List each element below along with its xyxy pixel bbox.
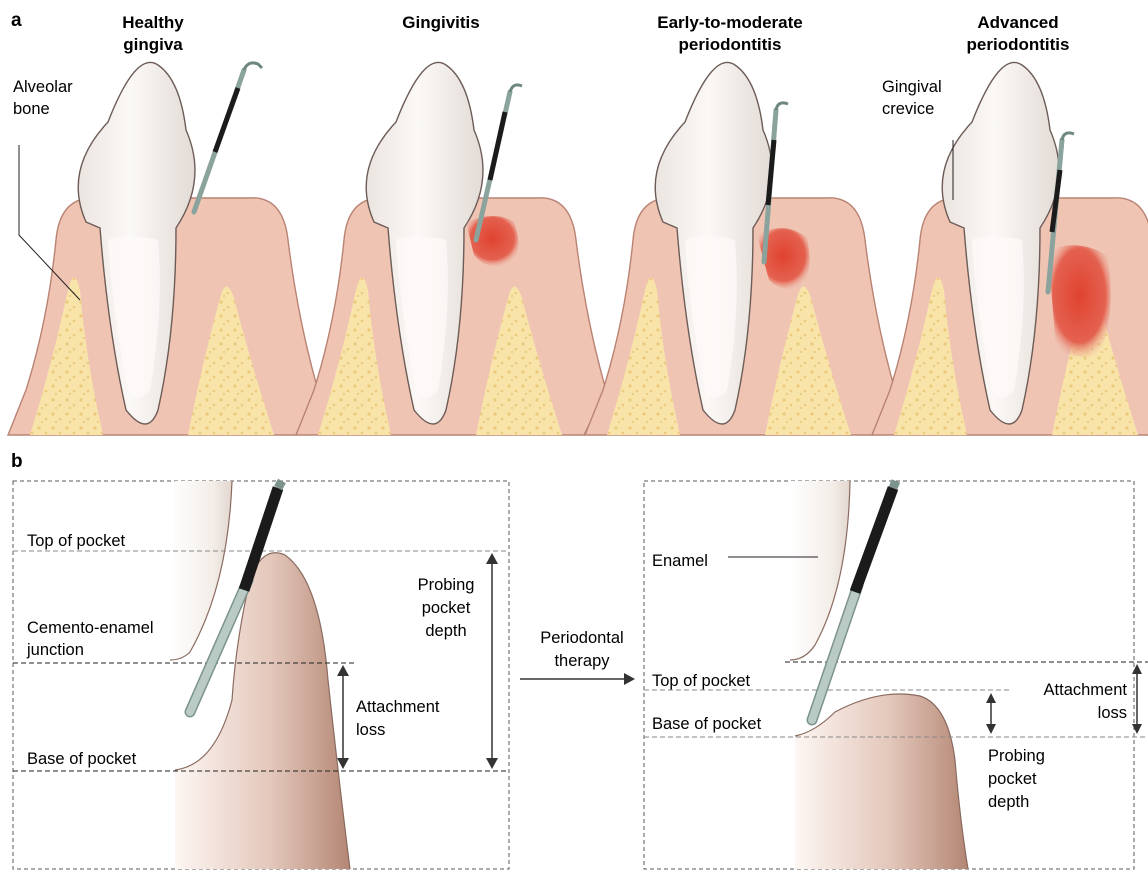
stage-4-title-line2: periodontitis <box>967 35 1070 54</box>
left-probing-depth-line1: Probing <box>418 576 475 594</box>
tooth-early-periodontitis <box>585 62 895 435</box>
stage-4-title-line1: Advanced <box>977 13 1058 32</box>
right-probing-depth-line1: Probing <box>988 747 1045 765</box>
stage-3-title-line2: periodontitis <box>679 35 782 54</box>
gingival-crevice-label-line2: crevice <box>882 100 934 118</box>
tooth-advanced-periodontitis <box>872 62 1148 435</box>
panel-b-letter: b <box>11 451 23 472</box>
left-probing-depth-line2: pocket <box>422 599 471 617</box>
right-top-of-pocket-label: Top of pocket <box>652 672 751 690</box>
panel-a-letter: a <box>11 10 22 31</box>
tooth-healthy <box>8 62 318 435</box>
left-cej-label-line2: junction <box>26 641 84 659</box>
tooth-gingivitis <box>296 62 606 435</box>
left-cej-label-line1: Cemento-enamel <box>27 619 154 637</box>
gingival-crevice-label-line1: Gingival <box>882 78 942 96</box>
stage-2-title-line2: Gingivitis <box>402 13 479 32</box>
alveolar-bone-label-line2: bone <box>13 100 50 118</box>
left-probing-depth-line3: depth <box>425 622 466 640</box>
right-base-of-pocket-label: Base of pocket <box>652 715 762 733</box>
right-probing-depth-line3: depth <box>988 793 1029 811</box>
therapy-label-line2: therapy <box>554 652 610 670</box>
right-attachment-loss-line1: Attachment <box>1044 681 1128 699</box>
right-probing-depth-line2: pocket <box>988 770 1037 788</box>
alveolar-bone-label-line1: Alveolar <box>13 78 73 96</box>
stage-1-title-line2: gingiva <box>123 35 183 54</box>
left-top-of-pocket-label: Top of pocket <box>27 532 126 550</box>
stage-3-title-line1: Early-to-moderate <box>657 13 802 32</box>
therapy-arrow <box>520 673 635 685</box>
left-base-of-pocket-label: Base of pocket <box>27 750 137 768</box>
left-attachment-loss-line2: loss <box>356 721 385 739</box>
stage-1-title-line1: Healthy <box>122 13 184 32</box>
therapy-label-line1: Periodontal <box>540 629 623 647</box>
right-enamel-label: Enamel <box>652 552 708 570</box>
right-attachment-loss-line2: loss <box>1098 704 1127 722</box>
probe-healthy <box>194 63 262 212</box>
left-attachment-loss-line1: Attachment <box>356 698 440 716</box>
